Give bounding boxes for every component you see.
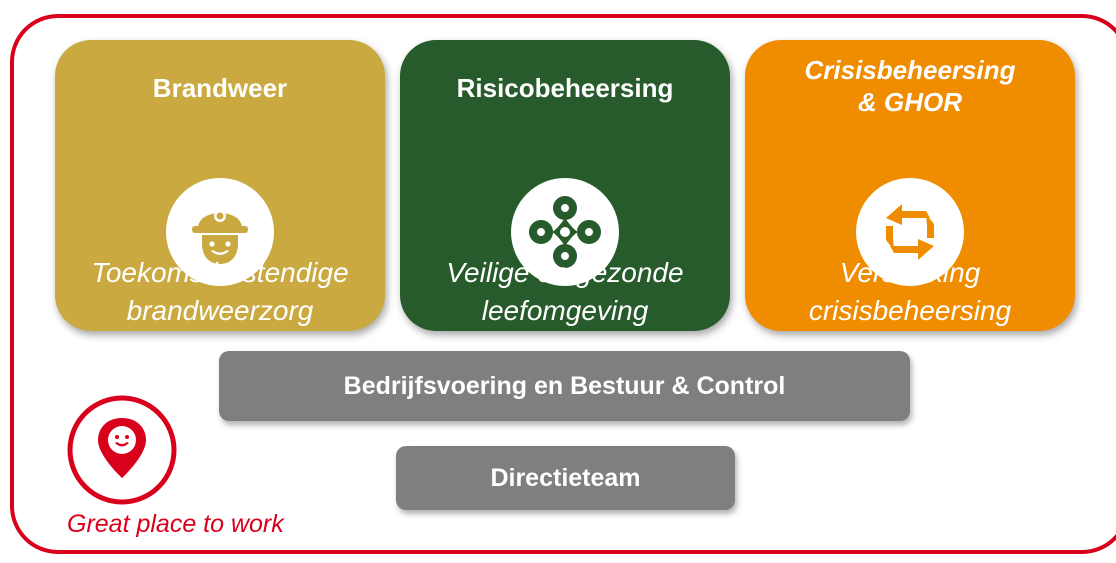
card-crisisbeheersing: Crisisbeheersing & GHOR Versterking cris… [745,40,1075,331]
title-line: & GHOR [858,87,962,117]
circular-arrows-icon [856,178,964,286]
connected-nodes-icon [511,178,619,286]
smiley-location-pin-icon [66,394,178,506]
subtitle-line: crisisbeheersing [808,295,1012,326]
firefighter-icon [166,178,274,286]
card-title: Risicobeheersing [456,73,674,103]
card-subtitle: Veilige en gezonde leefomgeving [400,254,730,330]
subtitle-line: Toekomstbestendige [91,257,349,288]
directors-bar: Directieteam [396,446,735,510]
card-subtitle: Versterking crisisbeheersing [745,254,1075,330]
card-risicobeheersing: Risicobeheersing Veilige en gezonde leef… [400,40,730,331]
card-subtitle: Toekomstbestendige brandweerzorg [55,254,385,330]
subtitle-line: brandweerzorg [126,295,314,326]
title-line: Crisisbeheersing [804,55,1016,85]
great-place-label: Great place to work [67,510,284,538]
operations-bar: Bedrijfsvoering en Bestuur & Control [219,351,910,421]
subtitle-line: Veilige en gezonde [446,257,684,288]
subtitle-line: leefomgeving [481,295,649,326]
card-title: Brandweer [152,73,288,103]
outer-frame [10,14,1116,554]
card-brandweer: Brandweer Toekomstbestendige brandweerzo… [55,40,385,331]
subtitle-line: Versterking [839,257,981,288]
card-title: Crisisbeheersing & GHOR [745,54,1075,118]
